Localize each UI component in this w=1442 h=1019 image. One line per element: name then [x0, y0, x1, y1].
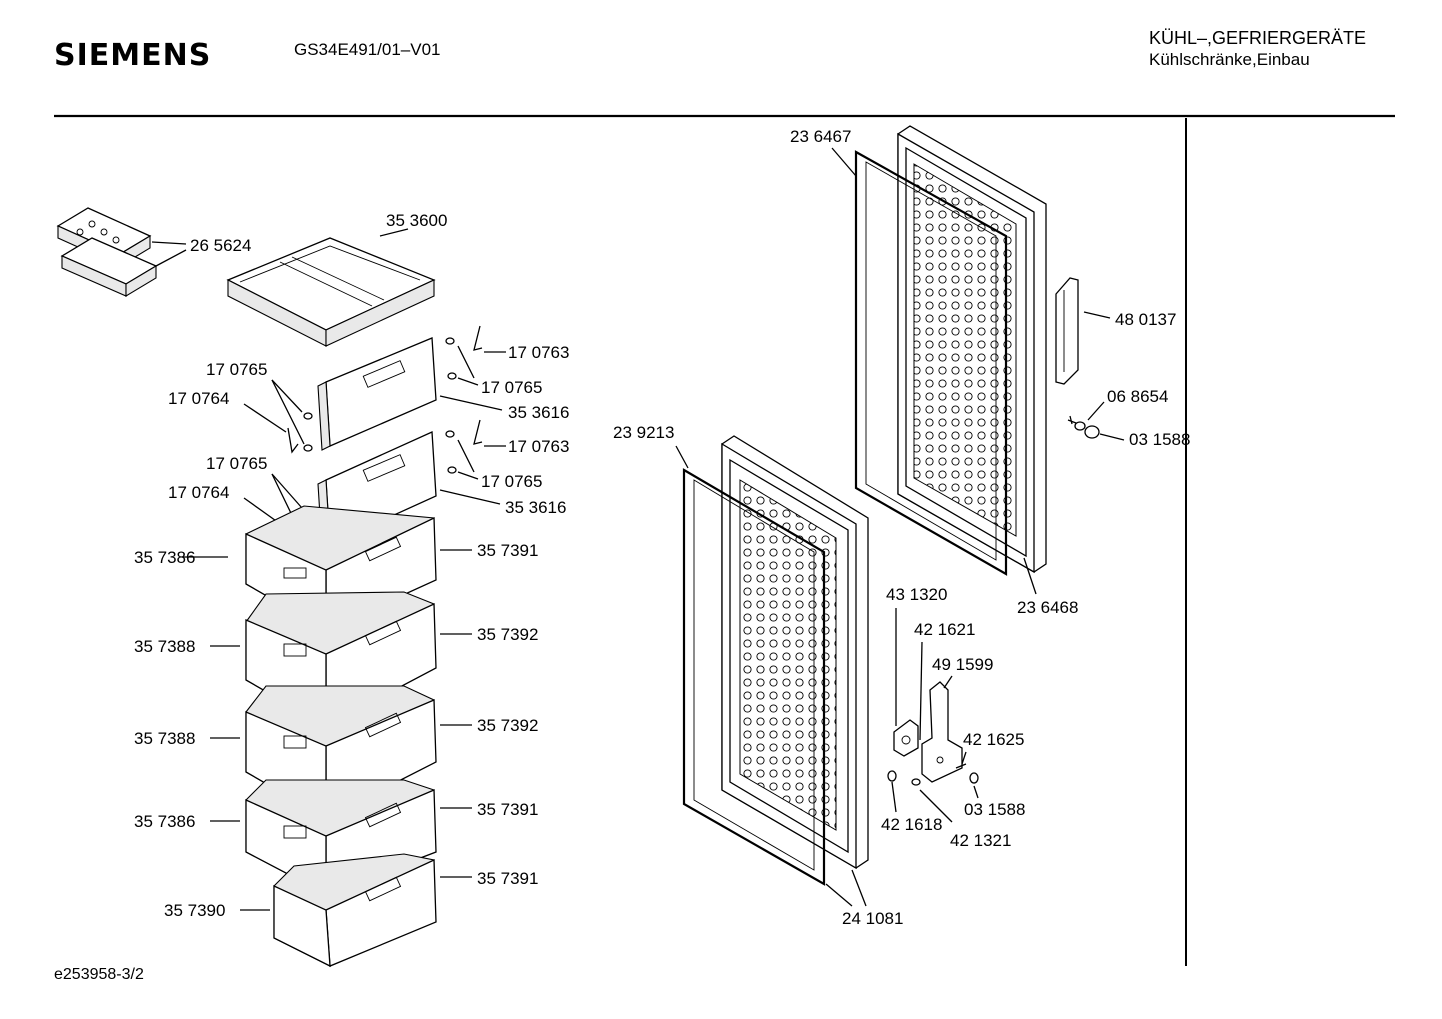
- label-421618: 42 1618: [881, 815, 942, 834]
- leader-421618: [891, 781, 897, 813]
- label-239213: 23 9213: [613, 423, 674, 442]
- leader-031588a: [1099, 433, 1125, 441]
- ice-pack-part: [56, 207, 158, 297]
- category-title: KÜHL–,GEFRIERGERÄTE: [1149, 28, 1367, 48]
- upper-door-part: [897, 125, 1047, 574]
- label-357386a: 35 7386: [134, 548, 195, 567]
- label-170765b: 17 0765: [206, 360, 267, 379]
- label-236467: 23 6467: [790, 127, 851, 146]
- lower-door-part: [721, 435, 869, 870]
- label-421321: 42 1321: [950, 831, 1011, 850]
- leader-170765a-1: [457, 345, 475, 379]
- leader-353616a: [439, 395, 503, 411]
- label-357388b: 35 7388: [134, 729, 195, 748]
- upper-door-gasket-part: [854, 150, 1008, 576]
- leader-480137: [1083, 311, 1111, 319]
- label-357392b: 35 7392: [477, 716, 538, 735]
- siemens-logo: SIEMENS: [54, 38, 212, 73]
- label-170764b: 17 0764: [168, 483, 229, 502]
- door-screw-cap-part: [1067, 415, 1100, 439]
- label-170763b: 17 0763: [508, 437, 569, 456]
- label-265624: 26 5624: [190, 236, 251, 255]
- label-357392a: 35 7392: [477, 625, 538, 644]
- drawer-5-part: [273, 853, 437, 968]
- label-357391a: 35 7391: [477, 541, 538, 560]
- leader-170765d-1: [271, 473, 303, 509]
- label-353616a: 35 3616: [508, 403, 569, 422]
- flap-upper-part: [317, 337, 437, 451]
- label-421625: 42 1625: [963, 730, 1024, 749]
- label-357388a: 35 7388: [134, 637, 195, 656]
- leader-241081-b: [851, 869, 867, 907]
- leader-239213: [675, 445, 689, 469]
- leader-491599: [943, 675, 953, 689]
- label-357391c: 35 7391: [477, 869, 538, 888]
- leader-031588b: [973, 785, 979, 799]
- shelf-tray-part: [226, 237, 436, 347]
- leader-241081-a: [825, 883, 853, 907]
- label-170765c: 17 0765: [481, 472, 542, 491]
- leader-265624-b: [155, 249, 187, 267]
- leader-170765a-2: [457, 377, 479, 386]
- model-number: GS34E491/01–V01: [294, 40, 441, 59]
- leader-236467: [831, 147, 857, 177]
- label-421621: 42 1621: [914, 620, 975, 639]
- leader-236468: [1023, 557, 1037, 595]
- label-170765d: 17 0765: [206, 454, 267, 473]
- label-170765a: 17 0765: [481, 378, 542, 397]
- leader-068654: [1087, 401, 1105, 421]
- label-031588a: 03 1588: [1129, 430, 1190, 449]
- label-170763a: 17 0763: [508, 343, 569, 362]
- leader-353616b: [439, 489, 501, 505]
- leader-170765b-2: [271, 379, 305, 445]
- label-353600: 35 3600: [386, 211, 447, 230]
- lower-door-gasket-part: [682, 468, 826, 886]
- label-357390: 35 7390: [164, 901, 225, 920]
- label-491599: 49 1599: [932, 655, 993, 674]
- leader-353600: [379, 228, 409, 237]
- label-431320: 43 1320: [886, 585, 947, 604]
- leader-170765c-1: [457, 439, 475, 473]
- label-236468: 23 6468: [1017, 598, 1078, 617]
- label-480137: 48 0137: [1115, 310, 1176, 329]
- door-handle-part: [1055, 277, 1079, 385]
- label-241081: 24 1081: [842, 909, 903, 928]
- leader-421625: [961, 751, 967, 765]
- leader-170764a: [243, 403, 287, 433]
- document-id: e253958-3/2: [54, 966, 144, 983]
- label-357386b: 35 7386: [134, 812, 195, 831]
- label-068654: 06 8654: [1107, 387, 1168, 406]
- hinge-bracket-part: [887, 681, 979, 786]
- leader-421621: [919, 641, 923, 741]
- label-353616b: 35 3616: [505, 498, 566, 517]
- leader-265624-a: [151, 241, 187, 245]
- label-031588b: 03 1588: [964, 800, 1025, 819]
- leader-170765c-2: [457, 471, 479, 480]
- leader-170765b-1: [271, 379, 303, 413]
- label-357391b: 35 7391: [477, 800, 538, 819]
- label-170764a: 17 0764: [168, 389, 229, 408]
- category-subtitle: Kühlschränke,Einbau: [1149, 50, 1310, 69]
- leader-421321: [919, 789, 953, 823]
- screw-set-upper: [287, 325, 483, 454]
